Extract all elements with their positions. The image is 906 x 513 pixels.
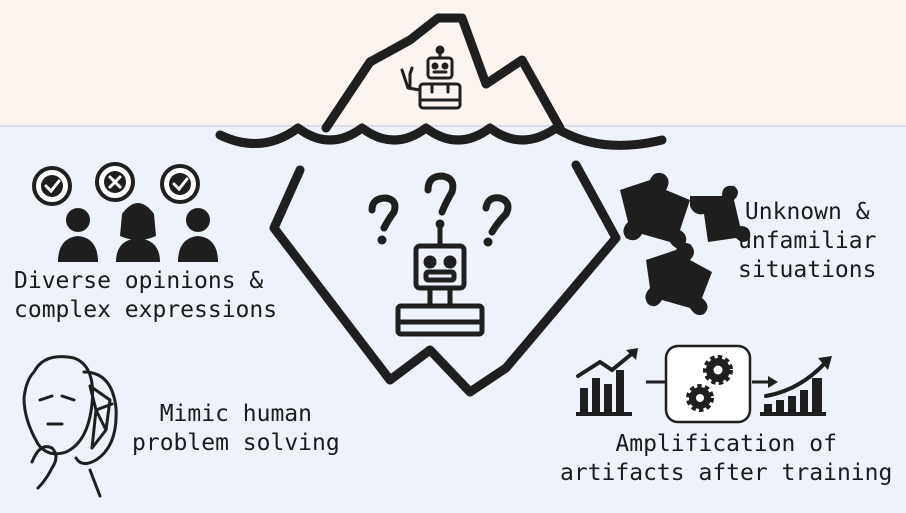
label-line: problem solving [132,429,340,456]
bubble-glyphs [44,175,189,194]
label-line: situations [738,256,877,283]
label-line: Diverse opinions & [14,268,264,294]
label-line: complex expressions [14,296,278,323]
label-line: unfamiliar [738,227,877,254]
bar-chart-growth-icon [760,378,826,416]
amplification-label: Amplification of artifacts after trainin… [560,430,892,488]
gears-box [664,344,752,424]
label-line: Amplification of [615,431,837,457]
mimic-label: Mimic human problem solving [132,400,340,458]
opinions-label: Diverse opinions & complex expressions [14,267,277,325]
unknown-label: Unknown & unfamiliar situations [738,198,876,284]
flow-arrow-head [768,376,778,388]
person-icon [58,203,218,262]
question-mark-icon [368,172,512,236]
trend-arrow-2 [764,360,828,398]
iceberg-tip [321,13,565,133]
iceberg-body [269,160,621,397]
confused-robot-icon [395,223,485,337]
label-line: Unknown & [744,199,870,225]
wave-line [215,123,667,150]
label-line: Mimic human [159,401,313,427]
label-line: artifacts after training [560,459,893,486]
gears-icon [686,355,733,412]
face-mask-icon [22,355,118,498]
trend-arrow-1-head [626,348,638,360]
trend-arrow-1 [576,350,636,378]
robot-peace-sign-icon [400,45,462,110]
bar-chart-growth-icon [576,370,632,416]
puzzle-piece-icon [620,172,751,316]
trend-arrow-2-head [818,356,832,370]
